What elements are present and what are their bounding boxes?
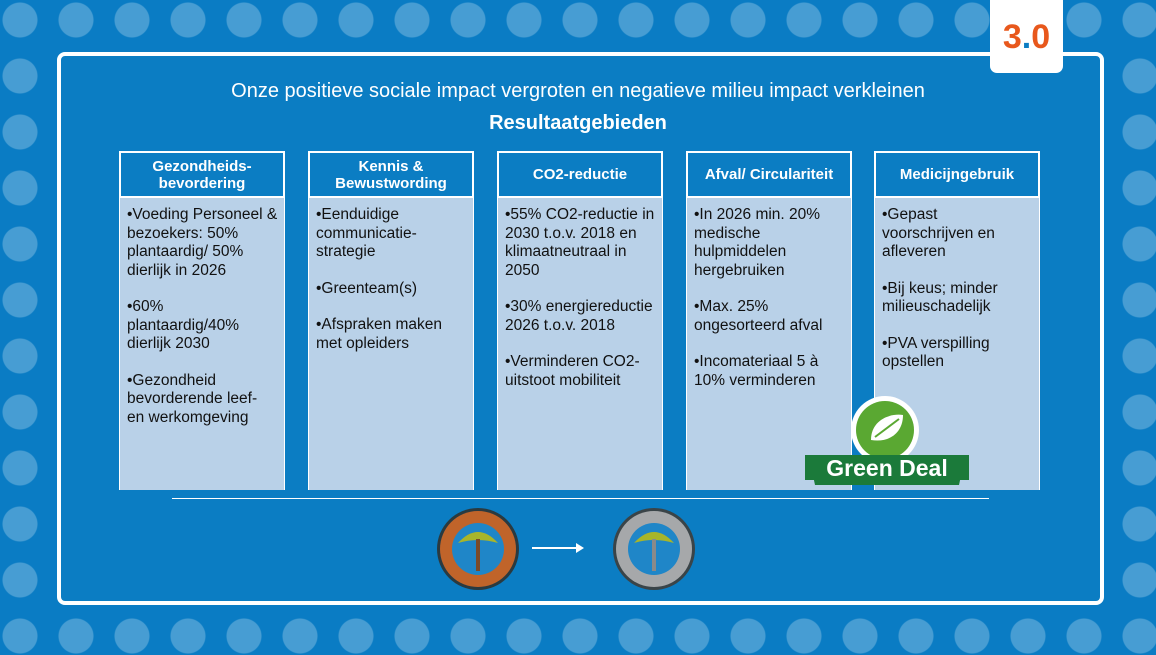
- list-item: •60% plantaardig/40% dierlijk 2030: [127, 298, 240, 352]
- milieuthermometer-bronze-logo: [436, 507, 520, 591]
- list-item: •Incomateriaal 5 à 10% verminderen: [694, 353, 819, 389]
- list-item: •Eenduidige communicatie-strategie: [316, 206, 417, 260]
- column-header: Afval/ Circulariteit: [686, 151, 852, 198]
- column-header: CO2-reductie: [497, 151, 663, 198]
- list-item: •Verminderen CO2-uitstoot mobiliteit: [505, 353, 640, 389]
- version-badge: 3.0: [990, 0, 1063, 73]
- result-area-column: Afval/ Circulariteit •In 2026 min. 20% me…: [686, 151, 852, 490]
- badge-dot: .: [1021, 18, 1032, 56]
- list-item: •Greenteam(s): [316, 279, 418, 297]
- list-item: •Max. 25% ongesorteerd afval: [694, 298, 823, 334]
- result-area-column: CO2-reductie •55% CO2-reductie in 2030 t.…: [497, 151, 663, 490]
- column-header: Kennis & Bewustwording: [308, 151, 474, 198]
- list-item: •Bij keus; minder milieuschadelijk: [882, 279, 998, 316]
- list-item: •Voeding Personeel & bezoekers: 50% plan…: [127, 206, 278, 279]
- result-area-column: Medicijngebruik•Gepast voorschrijven en …: [874, 151, 1040, 490]
- result-area-column: Kennis & Bewustwording•Eenduidige commun…: [308, 151, 474, 490]
- green-deal-text: Green Deal: [826, 455, 947, 481]
- list-item: •In 2026 min. 20% medische hulpmiddelen …: [694, 206, 821, 279]
- list-item: •Gezondheid bevorderende leef- en werkom…: [127, 371, 258, 426]
- list-item: •PVA verspilling opstellen: [882, 334, 990, 371]
- column-body: •55% CO2-reductie in 2030 t.o.v. 2018 en…: [497, 198, 663, 490]
- column-body: •Eenduidige communicatie-strategie •Green…: [308, 198, 474, 490]
- badge-number: 3: [1002, 18, 1022, 56]
- slide-subtitle: Resultaatgebieden: [489, 112, 667, 134]
- list-item: •Afspraken maken met opleiders: [316, 316, 443, 352]
- list-item: •Gepast voorschrijven en afleveren: [882, 206, 995, 260]
- badge-decimal: 0: [1031, 18, 1051, 56]
- result-area-column: Gezondheids-bevordering •Voeding Personee…: [119, 151, 285, 490]
- divider: [172, 498, 989, 499]
- transition-arrow: [532, 543, 584, 553]
- column-header: Gezondheids-bevordering: [119, 151, 285, 198]
- column-body: •In 2026 min. 20% medische hulpmiddelen …: [686, 198, 852, 490]
- milieuthermometer-silver-logo: [612, 507, 696, 591]
- green-deal-logo: Green Deal: [805, 395, 969, 490]
- column-body: •Voeding Personeel & bezoekers: 50% plan…: [119, 198, 285, 490]
- slide-title: Onze positieve sociale impact vergroten …: [231, 80, 925, 102]
- column-body: •Gepast voorschrijven en afleveren •Bij k…: [874, 198, 1040, 490]
- list-item: •30% energiereductie 2026 t.o.v. 2018: [505, 298, 653, 334]
- column-header: Medicijngebruik: [874, 151, 1040, 198]
- list-item: •55% CO2-reductie in 2030 t.o.v. 2018 en…: [505, 206, 655, 279]
